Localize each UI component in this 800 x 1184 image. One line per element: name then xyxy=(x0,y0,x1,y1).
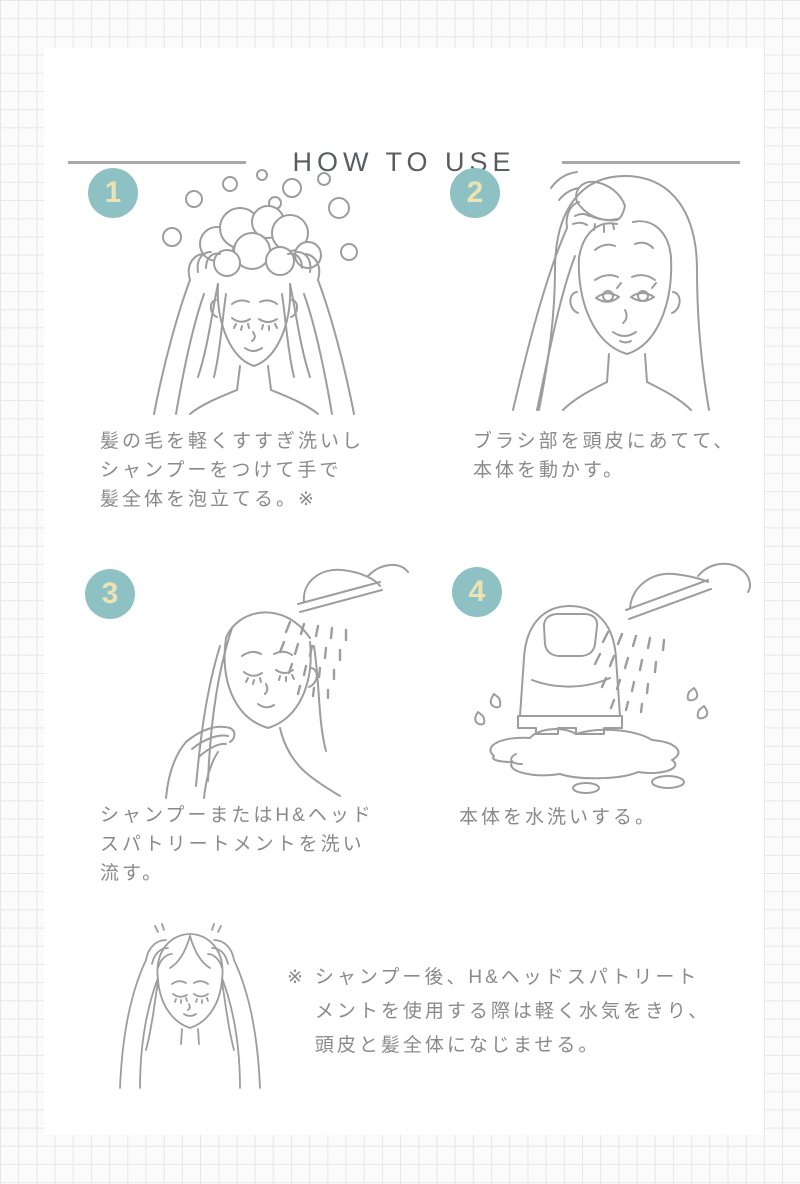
water-puddle xyxy=(489,728,680,780)
shower-head-icon xyxy=(297,564,409,613)
shower-head-icon xyxy=(625,562,751,620)
step-3-number-badge: 3 xyxy=(85,569,135,619)
motion-lines xyxy=(550,171,580,201)
water-drops xyxy=(278,620,348,700)
step-2-number-badge: 2 xyxy=(450,168,500,218)
step-3-caption: シャンプーまたはH&ヘッド スパトリートメントを洗い 流す。 xyxy=(100,805,374,884)
step-1-shampoo-lather-illustration xyxy=(153,169,358,415)
note-marker: ※ xyxy=(287,967,306,988)
header-rule-left xyxy=(68,160,247,164)
splash-drops xyxy=(474,687,709,794)
note-scalp-massage-illustration xyxy=(119,923,261,1089)
step-4-number-badge: 4 xyxy=(452,567,502,617)
note-text-block: ※ シャンプー後、H&ヘッドスパトリート メントを使用する際は軽く水気をきり、 … xyxy=(287,961,747,1063)
header-rule-right xyxy=(561,160,740,164)
step-number: 3 xyxy=(101,577,119,610)
step-4-rinse-device-illustration xyxy=(474,562,751,794)
step-2-caption: ブラシ部を頭皮にあてて、 本体を動かす。 xyxy=(473,431,736,481)
step-1-number-badge: 1 xyxy=(88,168,138,218)
step-2-brush-on-scalp-illustration xyxy=(512,171,710,411)
step-4-caption: 本体を水洗いする。 xyxy=(459,807,658,828)
step-number: 4 xyxy=(468,575,486,608)
note-text: シャンプー後、H&ヘッドスパトリート メントを使用する際は軽く水気をきり、 頭皮… xyxy=(314,967,711,1056)
device-body xyxy=(517,605,623,735)
content-card: HOW TO USE 1 xyxy=(44,48,764,1135)
foam-cluster xyxy=(199,205,322,277)
step-number: 1 xyxy=(104,176,122,209)
step-number: 2 xyxy=(466,176,484,209)
step-3-rinse-hair-illustration xyxy=(165,564,409,799)
water-drops xyxy=(593,630,666,714)
step-1-caption: 髪の毛を軽くすすぎ洗いし シャンプーをつけて手で 髪全体を泡立てる。※ xyxy=(100,431,365,510)
